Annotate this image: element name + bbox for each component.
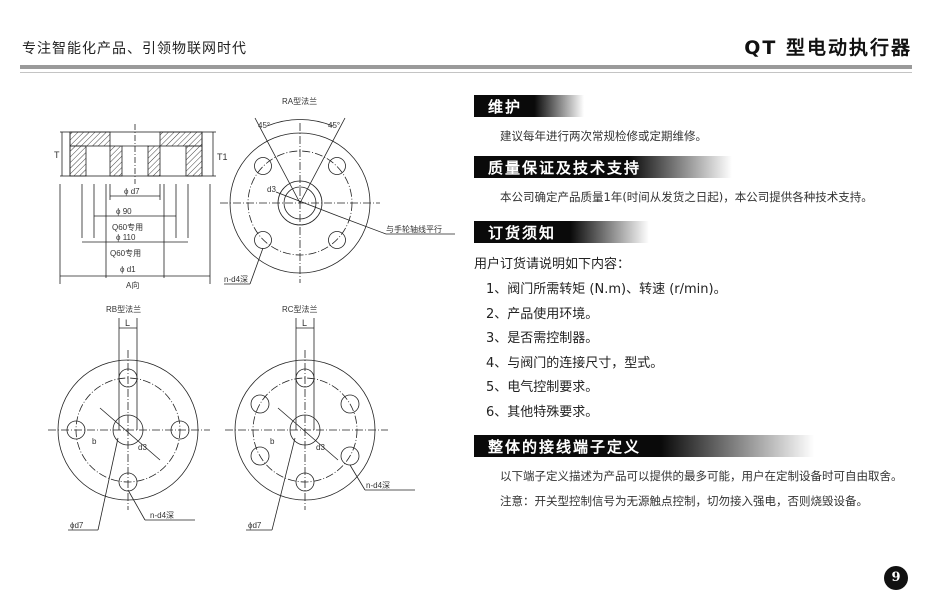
- label-q60-1: Q60专用: [112, 222, 143, 232]
- section-bar: [474, 156, 732, 178]
- label-phi-d1: ϕ d1: [120, 265, 136, 274]
- ra-bolt-hole: [328, 157, 346, 175]
- side-section-view: [59, 124, 216, 284]
- rc-bolt-hole: [250, 446, 270, 466]
- label-a-view: A向: [126, 280, 139, 290]
- label-phi-110: ϕ 110: [116, 233, 136, 242]
- tagline: 专注智能化产品、引领物联网时代: [22, 41, 247, 57]
- label-phi-90: ϕ 90: [116, 207, 132, 216]
- section-bar: [474, 435, 814, 457]
- rc-L: L: [302, 318, 307, 328]
- list-item: 5、电气控制要求。: [486, 380, 599, 395]
- quality-body: 本公司确定产品质量1年(时间从发货之日起)，本公司提供各种技术支持。: [500, 190, 873, 204]
- rb-L: L: [125, 318, 130, 328]
- text-column: 维护 建议每年进行两次常规检修或定期维修。 质量保证及技术支持 本公司确定产品质…: [474, 95, 912, 517]
- ra-flange: [220, 117, 455, 285]
- ordering-title: 订货须知: [488, 224, 557, 242]
- ordering-heading: 订货须知: [474, 221, 912, 243]
- section-bar: [474, 221, 649, 243]
- ra-angle-left: 45°: [258, 121, 270, 130]
- quality-heading: 质量保证及技术支持: [474, 156, 912, 178]
- terminals-heading: 整体的接线端子定义: [474, 435, 912, 457]
- quality-title: 质量保证及技术支持: [488, 159, 642, 177]
- page-header: 专注智能化产品、引领物联网时代 QT 型电动执行器: [0, 0, 930, 80]
- page-number: 9: [884, 566, 908, 590]
- ordering-list: 1、阀门所需转矩 (N.m)、转速 (r/min)。 2、产品使用环境。 3、是…: [474, 278, 912, 425]
- rb-b: b: [92, 437, 97, 446]
- rb-flange-title: RB型法兰: [106, 304, 141, 314]
- label-T: T: [54, 150, 60, 160]
- maintenance-heading: 维护: [474, 95, 912, 117]
- label-q60-2: Q60专用: [110, 248, 141, 258]
- header-rule-thin: [20, 72, 912, 73]
- ra-bolt-hole: [328, 231, 346, 249]
- label-phi-d7: ϕ d7: [124, 187, 140, 196]
- rc-b: b: [270, 437, 275, 446]
- rb-flange: [48, 318, 210, 531]
- ra-angle-right: 45°: [328, 121, 340, 130]
- rc-bolt-hole: [340, 394, 360, 414]
- rc-flange-title: RC型法兰: [282, 304, 318, 314]
- rb-nd4: n-d4深: [150, 511, 174, 520]
- rc-d7: ϕd7: [248, 521, 262, 530]
- rc-d3: d3: [316, 443, 325, 452]
- ra-d3: d3: [267, 185, 276, 194]
- header-rule: [20, 65, 912, 69]
- section-bar: [474, 95, 584, 117]
- ra-nd4: n-d4深: [224, 275, 248, 284]
- ordering-intro: 用户订货请说明如下内容：: [474, 257, 631, 272]
- maintenance-title: 维护: [488, 98, 523, 116]
- list-item: 6、其他特殊要求。: [486, 404, 599, 420]
- flange-drawings-svg: T T1 ϕ d7 ϕ 90 Q60专用 ϕ 110 Q60专用 ϕ d1 A向…: [48, 96, 455, 531]
- rb-d3: d3: [138, 443, 147, 452]
- ra-bolt-hole: [254, 157, 272, 175]
- list-item: 1、阀门所需转矩 (N.m)、转速 (r/min)。: [486, 282, 727, 297]
- label-T1: T1: [217, 152, 228, 162]
- terminals-body-2: 注意：开关型控制信号为无源触点控制，切勿接入强电，否则烧毁设备。: [500, 494, 868, 508]
- terminals-body-1: 以下端子定义描述为产品可以提供的最多可能，用户在定制设备时可自由取舍。: [500, 469, 903, 483]
- list-item: 2、产品使用环境。: [486, 306, 599, 322]
- rc-flange: [225, 318, 415, 531]
- list-item: 4、与阀门的连接尺寸，型式。: [486, 355, 664, 371]
- ra-flange-title: RA型法兰: [282, 96, 317, 106]
- document-title: QT 型电动执行器: [744, 37, 912, 59]
- rc-bolt-hole: [250, 394, 270, 414]
- maintenance-body: 建议每年进行两次常规检修或定期维修。: [500, 129, 707, 143]
- parallel-note: 与手轮轴线平行: [386, 224, 442, 234]
- flange-drawings: T T1 ϕ d7 ϕ 90 Q60专用 ϕ 110 Q60专用 ϕ d1 A向…: [20, 88, 470, 548]
- list-item: 3、是否需控制器。: [486, 331, 599, 346]
- rc-nd4: n-d4深: [366, 481, 390, 490]
- terminals-title: 整体的接线端子定义: [488, 438, 642, 456]
- rb-d7: ϕd7: [70, 521, 84, 530]
